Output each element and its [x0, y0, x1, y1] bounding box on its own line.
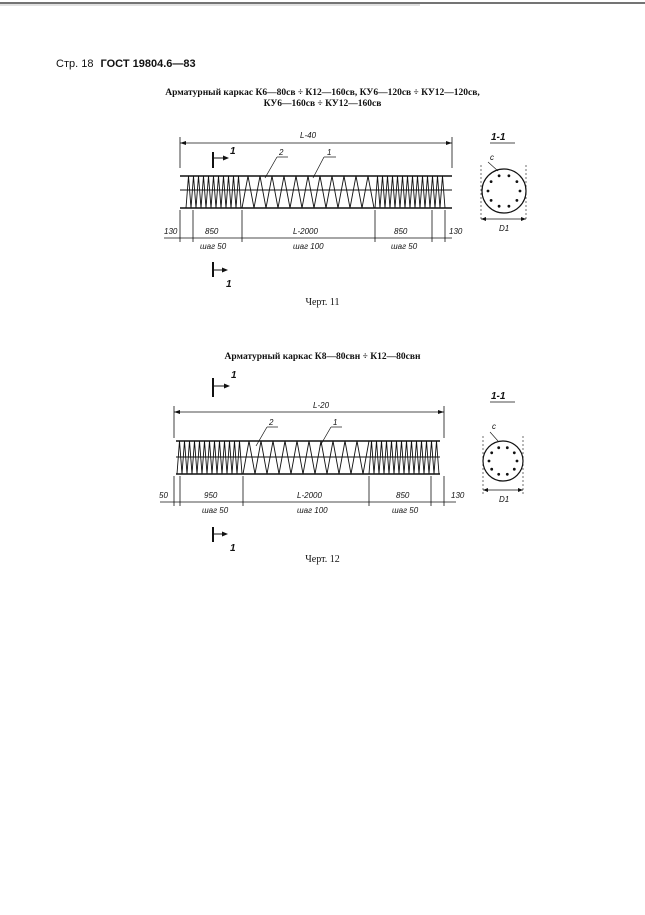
rebar-rod: [507, 204, 511, 208]
fig11-pitch-left: шаг 50: [200, 242, 227, 251]
fig12-section-mark-top: 1: [212, 370, 237, 397]
fig12-pitch-right: шаг 50: [392, 506, 419, 515]
fig11-section-mark-top-label: 1: [230, 146, 236, 157]
fig11-section-cover: c: [490, 153, 494, 162]
fig11-length-label: L-40: [300, 131, 317, 140]
fig11-cage: [180, 175, 452, 209]
fig11-length-dimension: L-40: [179, 131, 453, 168]
fig11-seg-left: 850: [205, 227, 219, 236]
rebar-rod: [497, 204, 501, 208]
fig12-end-right: 130: [451, 491, 465, 500]
fig12-callouts: 2 1: [255, 418, 342, 447]
rebar-rod: [512, 467, 516, 471]
figure-11-caption: Черт. 11: [305, 297, 340, 308]
fig12-length-label: L-20: [313, 401, 330, 410]
rebar-rod: [489, 180, 493, 184]
rebar-rod: [515, 199, 519, 202]
fig12-section-diameter: D1: [499, 495, 509, 504]
figure-11-title-line2: КУ6—160св ÷ КУ12—160св: [263, 99, 382, 109]
fig11-section-mark-top: 1: [212, 146, 236, 168]
standard-number: ГОСТ 19804.6—83: [100, 58, 196, 70]
spiral-path: [185, 175, 446, 209]
rebar-rod: [487, 459, 491, 463]
rebar-rod: [490, 451, 494, 455]
figure-12-caption: Черт. 12: [305, 554, 340, 565]
fig11-section-rods: [486, 174, 522, 208]
fig12-spiral-wire: [176, 440, 440, 475]
fig12-seg-mid: L-2000: [297, 491, 322, 500]
fig11-section-mark-bottom: 1: [212, 262, 232, 290]
fig12-section-view: 1-1 D1 c: [482, 391, 524, 504]
rebar-rod: [490, 467, 494, 471]
rebar-rod: [515, 459, 519, 463]
fig11-end-left: 130: [164, 227, 178, 236]
rebar-rod: [512, 451, 516, 455]
fig11-callouts: 2 1: [264, 148, 336, 179]
fig12-section-rods: [487, 446, 519, 476]
rebar-rod: [518, 189, 522, 193]
rebar-rod: [486, 189, 490, 193]
fig11-end-right: 130: [449, 227, 463, 236]
rebar-rod: [497, 472, 501, 476]
rebar-rod: [505, 472, 509, 476]
fig12-pitch-mid: шаг 100: [297, 506, 328, 515]
fig11-seg-right: 850: [394, 227, 408, 236]
spiral-path: [176, 440, 440, 475]
page-number: Стр. 18: [56, 58, 94, 70]
fig12-seg-right: 850: [396, 491, 410, 500]
page-header: Стр. 18 ГОСТ 19804.6—83: [56, 58, 196, 70]
fig11-seg-mid: L-2000: [293, 227, 318, 236]
fig12-section-title: 1-1: [491, 391, 506, 402]
fig11-callout-2: 2: [278, 148, 284, 157]
rebar-rod: [507, 174, 511, 178]
scan-top-border: [0, 2, 645, 6]
fig12-section-cover: c: [492, 422, 496, 431]
figure-11-title: Арматурный каркас К6—80св ÷ К12—160св, К…: [0, 88, 645, 110]
fig11-section-title: 1-1: [491, 132, 506, 143]
fig11-pitch-mid: шаг 100: [293, 242, 324, 251]
figure-11-title-line1: Арматурный каркас К6—80св ÷ К12—160св, К…: [165, 88, 480, 98]
figure-12-title: Арматурный каркас К8—80свн ÷ К12—80свн: [224, 352, 421, 362]
fig12-length-dimension: L-20: [173, 401, 445, 438]
fig12-pitch-left: шаг 50: [202, 506, 229, 515]
fig11-section-diameter: D1: [499, 224, 509, 233]
fig12-callout-2: 2: [268, 418, 274, 427]
fig11-pitch-right: шаг 50: [391, 242, 418, 251]
fig11-callout-1: 1: [327, 148, 331, 157]
fig11-spiral-wire: [185, 175, 446, 209]
rebar-rod: [497, 446, 501, 450]
fig12-section-mark-bottom-label: 1: [230, 543, 236, 554]
fig12-seg-left: 950: [204, 491, 218, 500]
fig11-section-mark-bottom-label: 1: [226, 279, 232, 290]
fig12-bottom-dimensions: 50 130 950 L-2000 850 шаг 50 шаг 100 шаг…: [159, 476, 465, 515]
rebar-rod: [497, 174, 501, 178]
rebar-rod: [489, 199, 493, 202]
fig12-section-mark-bottom: 1: [212, 527, 236, 554]
rebar-rod: [515, 180, 519, 184]
rebar-rod: [505, 446, 509, 450]
fig12-section-mark-top-label: 1: [231, 370, 237, 381]
fig12-callout-1: 1: [333, 418, 337, 427]
fig11-section-view: 1-1 D1 c: [480, 132, 527, 233]
fig11-bottom-dimensions: 130 130 850 L-2000 850 шаг 50 шаг 100 ша…: [164, 210, 463, 251]
fig12-cage: [176, 440, 440, 475]
fig12-end-left: 50: [159, 491, 168, 500]
